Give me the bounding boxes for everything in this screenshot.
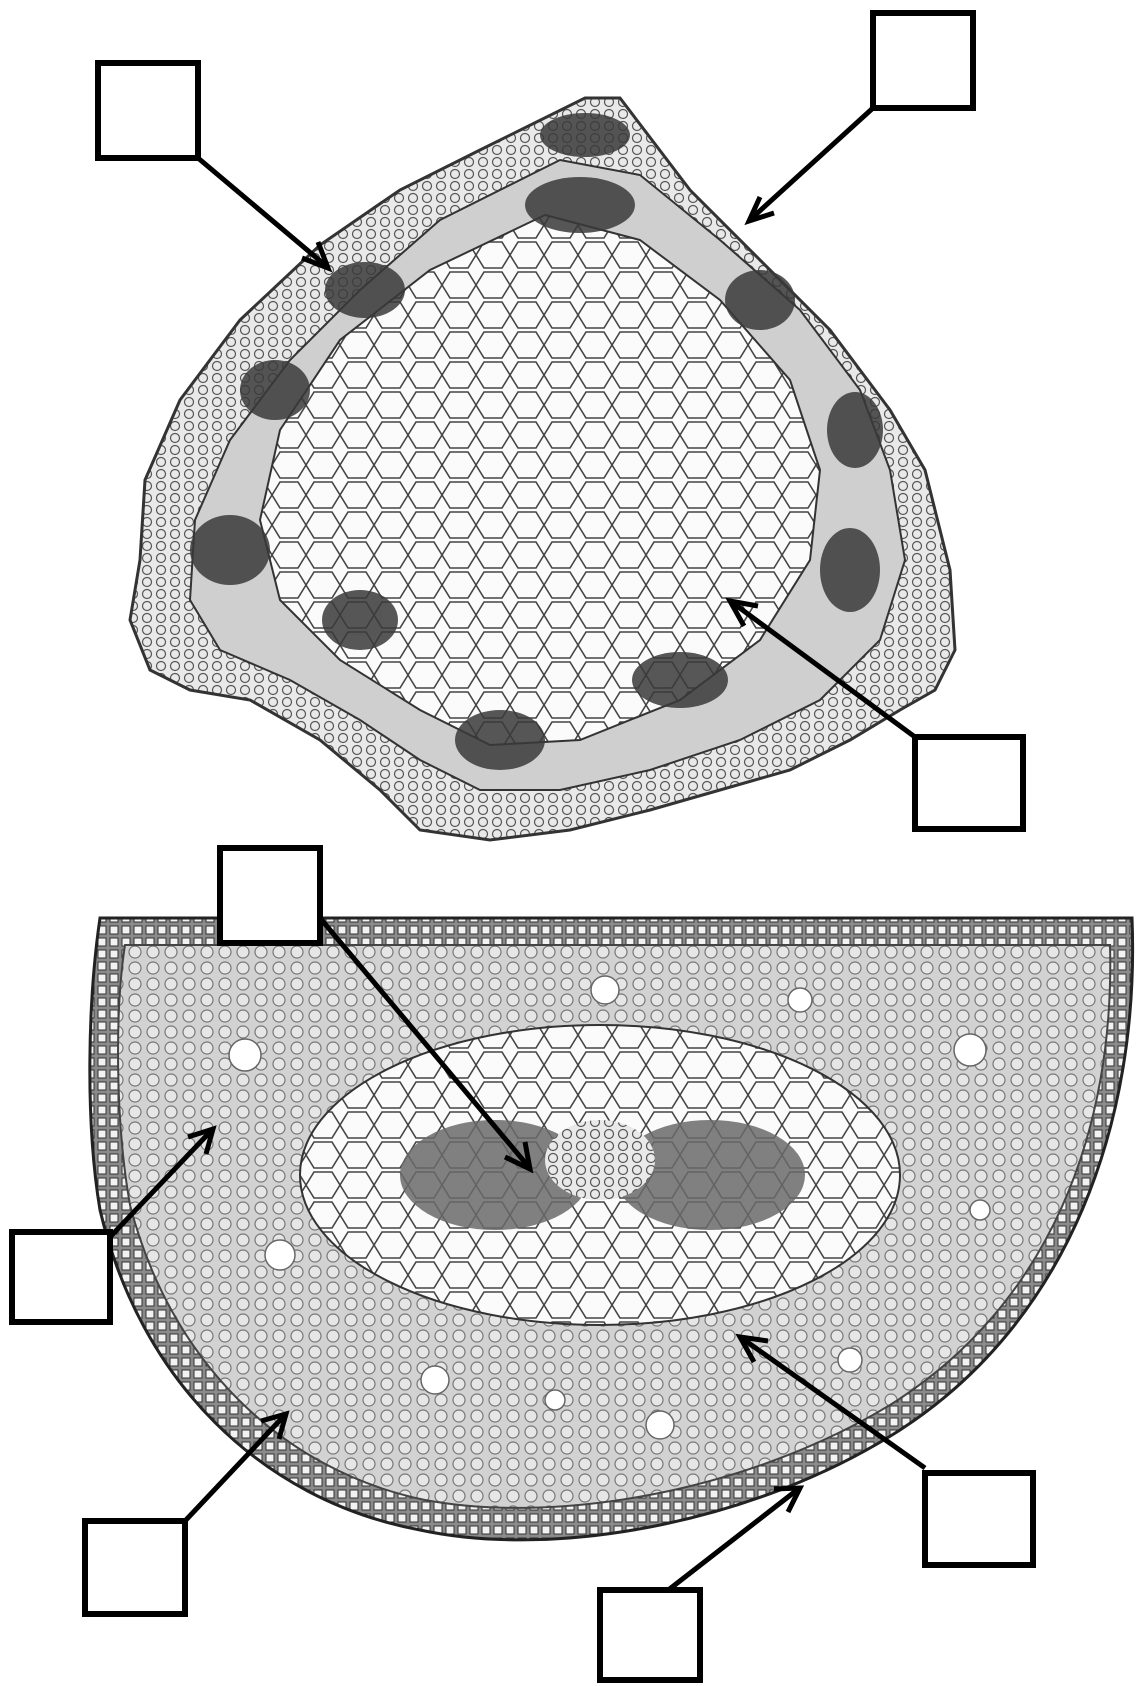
label-box-stem-top-right[interactable] (873, 13, 973, 108)
label-box-stem-top-left[interactable] (98, 63, 198, 158)
arrow-1 (198, 158, 325, 265)
label-box-leaf-left[interactable] (12, 1232, 110, 1322)
label-box-leaf-bottom-left[interactable] (85, 1521, 185, 1614)
arrow-2 (752, 108, 873, 218)
label-box-leaf-top[interactable] (220, 848, 320, 943)
leaf-cross-section (90, 918, 1133, 1540)
label-box-leaf-right[interactable] (925, 1473, 1033, 1565)
stem-cross-section (130, 98, 955, 840)
label-box-leaf-bottom[interactable] (600, 1590, 700, 1680)
label-box-stem-bottom-right[interactable] (915, 737, 1023, 829)
